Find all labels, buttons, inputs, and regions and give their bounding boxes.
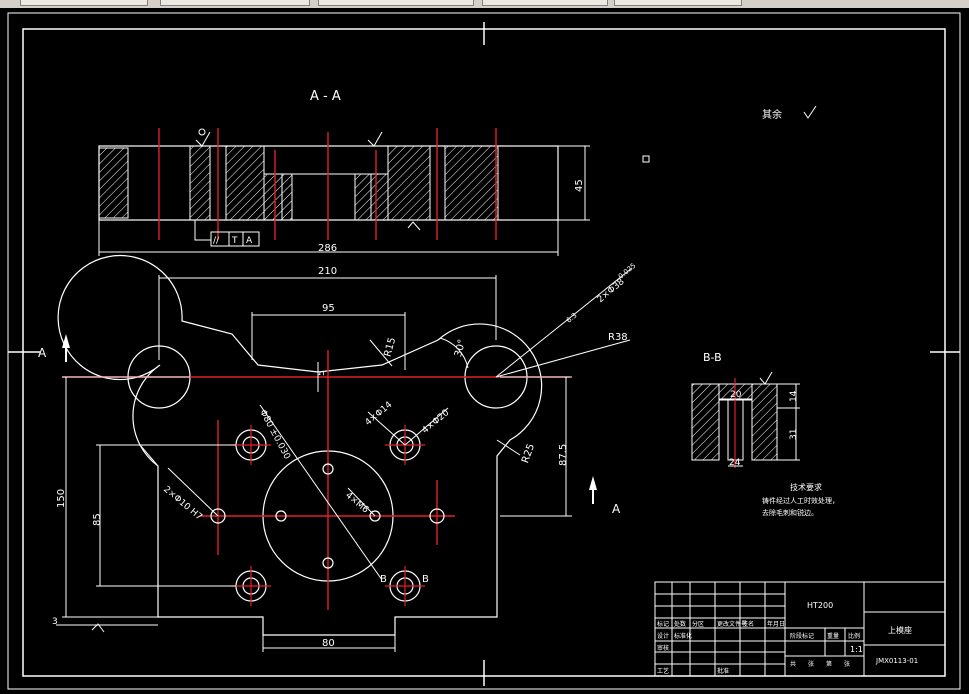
tab-3[interactable] <box>318 0 474 6</box>
tb-drawing-no: JMX0113-01 <box>875 657 918 665</box>
svg-text:工艺: 工艺 <box>657 667 669 675</box>
view-arrow-left: A <box>38 334 70 362</box>
cad-drawing-canvas[interactable]: A - A 286 45 <box>0 8 969 694</box>
svg-text:张: 张 <box>844 660 850 668</box>
dim-30deg: 30° <box>453 338 468 358</box>
section-aa-title: A - A <box>310 89 341 104</box>
tab-5[interactable] <box>614 0 742 6</box>
bb-dim-14: 14 <box>789 390 799 402</box>
dim-hole-tol: 0.025 <box>617 262 637 281</box>
bb-dim-31: 31 <box>789 429 799 440</box>
dim-87-5: 87.5 <box>558 444 569 466</box>
dim-r38: R38 <box>608 332 628 343</box>
svg-text:处数: 处数 <box>674 620 686 628</box>
dim-3: 3 <box>52 617 58 627</box>
taskbar-strip <box>0 0 969 8</box>
section-b-right: B <box>422 574 429 585</box>
plan-view: 210 95 R15 30° 5 2×Φ38 0.025 6.3 R38 4×Φ… <box>52 255 637 652</box>
dim-286: 286 <box>318 243 337 254</box>
title-block <box>654 581 946 677</box>
tb-part-name: 上模座 <box>888 625 912 635</box>
outer-border <box>7 12 961 690</box>
svg-text:年月日: 年月日 <box>767 620 785 628</box>
dim-r15: R15 <box>383 336 399 358</box>
bb-dim-20: 20 <box>730 390 742 400</box>
dim-210: 210 <box>318 266 337 277</box>
dim-80: 80 <box>322 638 335 649</box>
tb-material: HT200 <box>807 601 833 610</box>
section-b-left: B <box>380 574 387 585</box>
dim-5: 5 <box>317 370 327 376</box>
tb-scale: 1:1 <box>850 645 863 654</box>
parallelism-symbol: // <box>213 236 220 246</box>
dim-95: 95 <box>322 303 335 314</box>
section-aa-view: 286 45 // T A <box>98 128 590 256</box>
svg-text:张: 张 <box>808 660 814 668</box>
tab-4[interactable] <box>482 0 608 6</box>
tab-2[interactable] <box>160 0 310 6</box>
dim-2x10: 2×Φ10 H7 <box>161 485 204 523</box>
dim-4x20: 4×Φ20 <box>421 408 452 436</box>
dim-4x14: 4×Φ14 <box>364 400 395 428</box>
dim-4xm6: 4×M6 <box>343 491 370 516</box>
svg-text:审核: 审核 <box>657 644 669 652</box>
roughness-6-3: 6.3 <box>565 311 579 324</box>
tb-labels: 标记 处数 分区 更改文件号 签名 年月日 设计 审核 工艺 批准 标准化 阶段… <box>657 620 860 675</box>
dim-150: 150 <box>56 489 67 508</box>
svg-text:比例: 比例 <box>848 632 860 640</box>
svg-text:共: 共 <box>790 660 796 668</box>
svg-text:签名: 签名 <box>742 620 754 628</box>
parallelism-datum-t: T <box>231 236 238 246</box>
surface-finish-note: 其余 <box>762 108 782 121</box>
view-arrow-right: A <box>589 476 621 516</box>
tech-notes-title: 技术要求 <box>790 482 822 492</box>
dim-hole-main: 2×Φ38 <box>596 277 627 305</box>
bb-dim-24: 24 <box>729 458 741 468</box>
svg-text:标准化: 标准化 <box>674 632 692 640</box>
tech-notes-line1: 铸件经过人工时效处理， <box>762 496 839 505</box>
tech-notes-line2: 去除毛刺和锐边。 <box>762 508 818 517</box>
svg-text:批准: 批准 <box>717 667 729 675</box>
drawing-frame <box>22 28 946 677</box>
section-bb-title: B-B <box>703 351 722 364</box>
svg-text:第: 第 <box>826 660 832 668</box>
svg-text:A: A <box>612 502 621 516</box>
svg-text:重量: 重量 <box>827 632 839 640</box>
svg-text:阶段标记: 阶段标记 <box>790 632 814 640</box>
svg-text:设计: 设计 <box>657 632 669 640</box>
centering-marks <box>8 22 960 686</box>
svg-text:A: A <box>38 346 47 360</box>
tab-1[interactable] <box>20 0 148 6</box>
svg-text:分区: 分区 <box>692 620 704 628</box>
section-bb-view: 20 14 31 24 <box>691 371 800 468</box>
svg-text:更改文件号: 更改文件号 <box>717 620 747 628</box>
dim-45: 45 <box>574 179 585 192</box>
dim-r25: R25 <box>520 442 537 464</box>
roughness-symbol <box>803 105 817 119</box>
svg-text:标记: 标记 <box>657 620 669 628</box>
parallelism-datum-a: A <box>246 236 253 246</box>
dim-85: 85 <box>92 513 103 526</box>
small-square-mark <box>642 155 650 163</box>
